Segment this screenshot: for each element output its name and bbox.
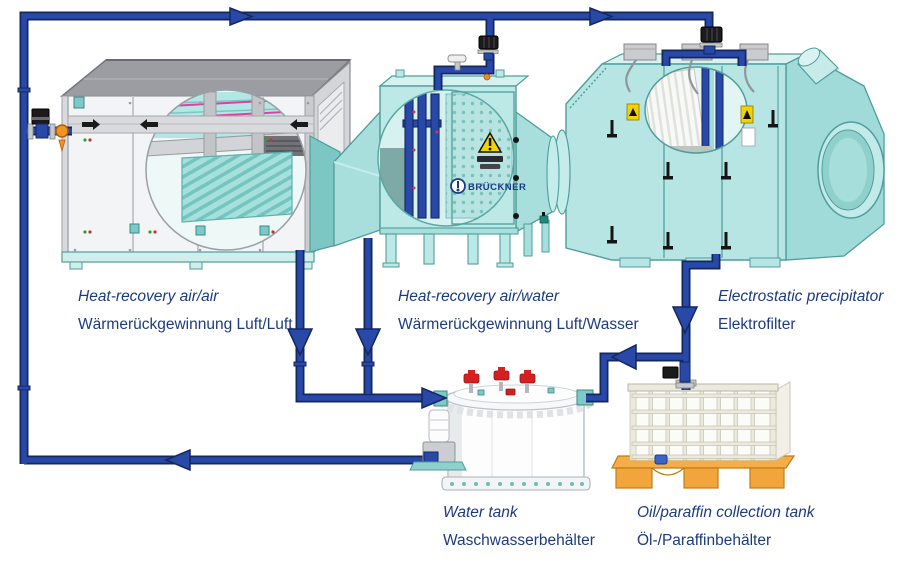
label-hr-air-water-en: Heat-recovery air/water [398, 288, 560, 305]
label-esp: Electrostatic precipitator Elektrofilter [718, 289, 883, 332]
flow-arrow-right-icon [421, 386, 448, 410]
heat-recovery-air-water-machine: BRÜCKNER [333, 69, 560, 268]
flow-arrow-down-icon [354, 328, 382, 357]
flow-arrow-right-icon [229, 6, 255, 27]
label-hr-air-air-en: Heat-recovery air/air [78, 288, 219, 305]
electrostatic-precipitator-machine [553, 43, 885, 268]
flow-arrows [164, 6, 699, 472]
access-door [451, 91, 515, 225]
air-water-feed-pump [477, 35, 499, 61]
valve-handwheel-icon [55, 124, 69, 138]
label-water-tank: Water tank Waschwasserbehälter [443, 505, 595, 548]
water-tank-pump [409, 409, 467, 471]
ibc-inlet-valve [662, 361, 695, 389]
esp-feed-pump [699, 26, 723, 55]
flow-arrow-down-icon [286, 328, 314, 357]
air-air-feed-valve [27, 108, 69, 153]
devices [27, 26, 723, 471]
label-water-tank-de: Waschwasserbehälter [443, 531, 595, 549]
rail-arrow-icon [140, 119, 158, 130]
tank-valves [463, 367, 555, 396]
flow-arrow-left-icon [610, 343, 637, 371]
label-oil-tank-en: Oil/paraffin collection tank [637, 504, 815, 521]
label-oil-tank: Oil/paraffin collection tank Öl-/Paraffi… [637, 505, 814, 548]
ibc-outlet-valve [654, 454, 668, 465]
rail-arrow-icon [290, 119, 308, 130]
heat-recovery-air-air-machine [59, 59, 352, 270]
label-oil-tank-de: Öl-/Paraffinbehälter [637, 531, 772, 549]
info-label [741, 127, 756, 147]
label-esp-en: Electrostatic precipitator [718, 288, 884, 305]
rail-arrow-icon [82, 119, 100, 130]
ibc-cage [629, 387, 777, 461]
water-tank [433, 367, 594, 491]
label-hr-air-air-de: Wärmerückgewinnung Luft/Luft [78, 315, 293, 333]
esp-cutaway [645, 67, 747, 153]
warning-triangle-icon [477, 131, 503, 169]
air-water-feed-valve [447, 54, 491, 81]
brand-logo: BRÜCKNER [450, 178, 526, 194]
flow-arrow-right-icon [589, 6, 615, 27]
label-hr-air-water-de: Wärmerückgewinnung Luft/Wasser [398, 315, 639, 333]
label-hr-air-air: Heat-recovery air/air Wärmerückgewinnung… [78, 289, 293, 332]
door-latches [607, 110, 778, 250]
flange-bolts [450, 482, 584, 486]
brand-logo-text: BRÜCKNER [468, 182, 526, 193]
label-hr-air-water: Heat-recovery air/water Wärmerückgewinnu… [398, 289, 639, 332]
label-water-tank-en: Water tank [443, 504, 518, 521]
flow-arrow-left-icon [164, 448, 191, 472]
flow-arrow-down-icon [671, 306, 699, 335]
oil-paraffin-tank [611, 379, 796, 489]
label-esp-de: Elektrofilter [718, 315, 796, 333]
